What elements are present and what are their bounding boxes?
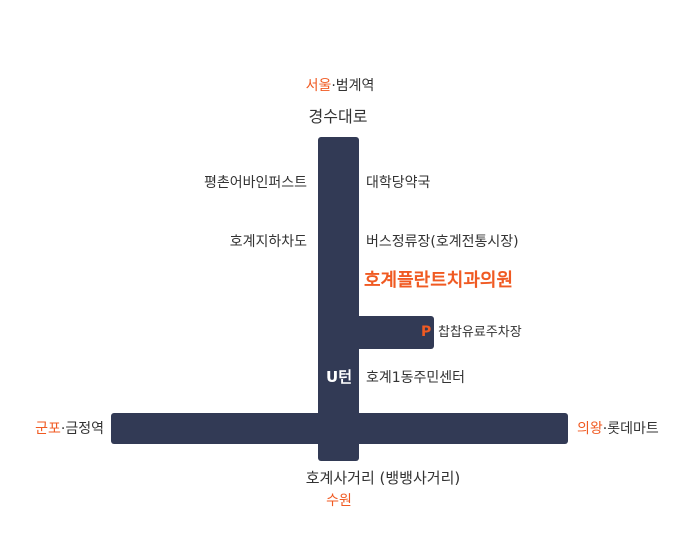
landmark-underpass: 호계지하차도: [229, 234, 307, 250]
main-road-vertical: [318, 137, 359, 461]
clinic-destination: 호계플란트치과의원: [364, 270, 514, 291]
west-destination-secondary: 금정역: [65, 421, 104, 437]
north-destination-primary: 서울: [305, 78, 332, 94]
east-destination-primary: 의왕: [577, 421, 603, 437]
north-destination: 서울·범계역: [305, 78, 375, 94]
uturn-label: U턴: [326, 368, 352, 386]
landmark-community-center: 호계1동주민센터: [366, 370, 466, 386]
parking-access-road: [340, 316, 434, 349]
east-destination-secondary: 롯데마트: [607, 421, 659, 437]
main-road-name: 경수대로: [308, 107, 368, 126]
landmark-bus-stop: 버스정류장(호계전통시장): [366, 234, 519, 250]
south-destination: 수원: [326, 493, 352, 509]
west-destination-primary: 군포: [35, 421, 61, 437]
cross-road-horizontal: [111, 413, 568, 444]
landmark-irvine-first: 평촌어바인퍼스트: [203, 175, 307, 191]
west-destination: 군포·금정역: [35, 421, 104, 437]
landmark-pharmacy: 대학당약국: [366, 175, 431, 191]
intersection-name: 호계사거리 (뱅뱅사거리): [305, 469, 461, 487]
parking-icon: P: [421, 324, 432, 340]
north-destination-secondary: 범계역: [335, 78, 375, 94]
parking-label: 찹찹유료주차장: [438, 325, 522, 340]
east-destination: 의왕·롯데마트: [577, 421, 659, 437]
